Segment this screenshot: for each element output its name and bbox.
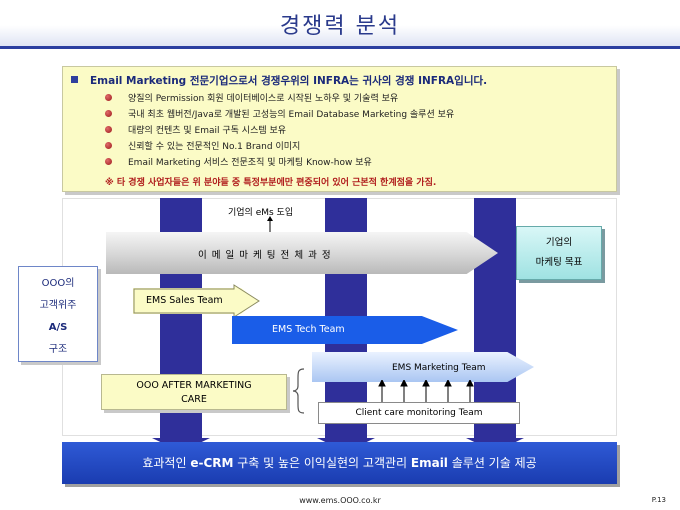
support-arrows-icon [378, 380, 474, 402]
page-title: 경쟁력 분석 [279, 14, 401, 39]
sales-team-label: EMS Sales Team [146, 295, 223, 306]
page-number: P.13 [651, 496, 666, 504]
list-item: 양질의 Permission 회원 데이터베이스로 시작된 노하우 및 기술력 … [105, 91, 454, 107]
sales-team-arrow-outline [133, 284, 260, 318]
summary-list: 양질의 Permission 회원 데이터베이스로 시작된 노하우 및 기술력 … [105, 91, 454, 171]
brace-icon [292, 368, 305, 414]
bullet-dot-icon [105, 126, 112, 133]
as-structure-box: OOO의 고객위주 A/S 구조 [18, 266, 98, 362]
bullet-dot-icon [105, 158, 112, 165]
bullet-dot-icon [105, 110, 112, 117]
ems-intro-label: 기업의 eMs 도입 [228, 208, 294, 218]
list-item: Email Marketing 서비스 전문조직 및 마케팅 Know-how … [105, 155, 454, 171]
process-arrow [106, 232, 498, 274]
after-marketing-care-box: OOO AFTER MARKETING CARE [101, 374, 287, 410]
marketing-goal-box: 기업의 마케팅 목표 [516, 226, 602, 280]
list-item: 대량의 컨텐츠 및 Email 구독 시스템 보유 [105, 123, 454, 139]
title-rule [0, 46, 680, 49]
marketing-team-label: EMS Marketing Team [392, 363, 486, 373]
list-item: 국내 최초 웹버전/Java로 개발된 고성능의 Email Database … [105, 107, 454, 123]
tech-team-label: EMS Tech Team [272, 324, 345, 335]
summary-note: ※ 타 경쟁 사업자들은 위 분야들 중 특정부분에만 편중되어 있어 근본적 … [105, 178, 437, 188]
bottom-banner: 효과적인 e-CRM 구축 및 높은 이익실현의 고객관리 Email 솔루션 … [62, 442, 617, 484]
process-label: 이 메 일 마 케 팅 전 체 과 정 [198, 250, 332, 261]
footer-url: www.ems.OOO.co.kr [299, 496, 381, 505]
title-bar [0, 0, 680, 46]
bullet-dot-icon [105, 94, 112, 101]
summary-box: Email Marketing 전문기업으로서 경쟁우위의 INFRA는 귀사의… [62, 66, 617, 192]
client-care-box: Client care monitoring Team [318, 402, 520, 424]
list-item: 신뢰할 수 있는 전문적인 No.1 Brand 이미지 [105, 139, 454, 155]
marketing-team-arrow [312, 352, 534, 382]
square-bullet-icon [71, 76, 78, 83]
summary-headline: Email Marketing 전문기업으로서 경쟁우위의 INFRA는 귀사의… [71, 73, 487, 88]
tech-team-arrow [232, 316, 458, 344]
bullet-dot-icon [105, 142, 112, 149]
